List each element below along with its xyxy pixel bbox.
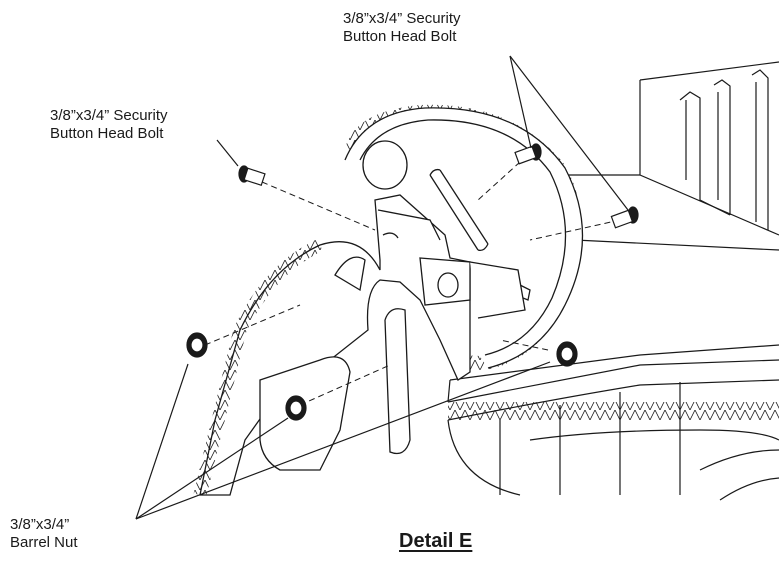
machine-housing [447,61,779,501]
detail-title: Detail E [399,530,473,552]
barrel-nut-right [556,341,578,367]
callout-security-bolt-left: 3/8”x3/4” Security Button Head Bolt [50,107,168,143]
callout-security-bolt-left-line1: 3/8”x3/4” Security [50,107,168,124]
callout-security-bolt-top-line2: Button Head Bolt [343,28,457,45]
leader-barrel-nut-right [135,361,551,520]
callout-security-bolt-left-line2: Button Head Bolt [50,125,164,142]
bolt-top-right [610,206,639,229]
callout-security-bolt-top-line1: 3/8”x3/4” Security [343,10,461,27]
barrel-nut-middle [285,395,307,421]
callout-barrel-nut-line1: 3/8”x3/4” [10,516,70,533]
alignment-lines [204,161,621,406]
leader-bolt-top-left [509,55,532,149]
bolt-left [238,165,266,187]
bolt-top-left [514,143,542,165]
leader-bolt-left [216,139,239,167]
callout-barrel-nut-line2: Barrel Nut [10,534,78,551]
leader-barrel-nut-left [135,363,189,520]
barrel-nut-left [186,332,208,358]
callout-security-bolt-top: 3/8”x3/4” Security Button Head Bolt [343,10,461,46]
leader-barrel-nut-middle [135,417,289,520]
leader-bolt-top-right [509,55,629,211]
callout-barrel-nut: 3/8”x3/4” Barrel Nut [10,516,78,552]
leader-lines [135,55,629,520]
